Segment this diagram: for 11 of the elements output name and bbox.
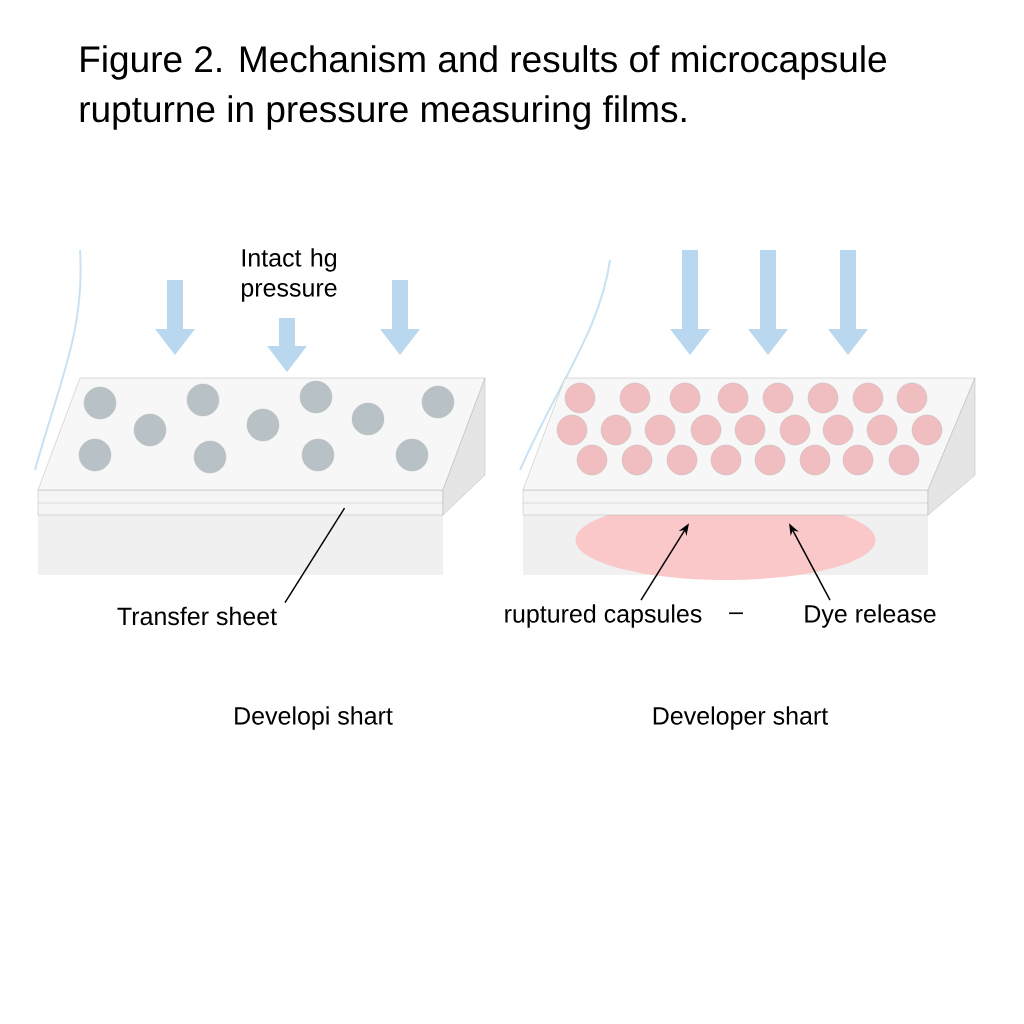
pressure-film-drawing: [522, 377, 976, 580]
figure-title: Figure 2. Mechanism and results of microcapsule rupturne in pressure measuring films.: [80, 45, 886, 130]
pressure-film-drawing: [37, 377, 486, 575]
leader-line: [284, 507, 346, 604]
label-text: Dye release: [805, 604, 936, 628]
label-text: Transfer sheet: [117, 606, 277, 626]
separator-dash: –: [729, 612, 743, 615]
sheet-label: Developi shart: [235, 706, 393, 730]
pressure-label: Intact hg pressure: [242, 248, 337, 302]
label-text: ruptured capsules: [505, 604, 702, 628]
sheet-label: Developer shart: [653, 706, 828, 730]
